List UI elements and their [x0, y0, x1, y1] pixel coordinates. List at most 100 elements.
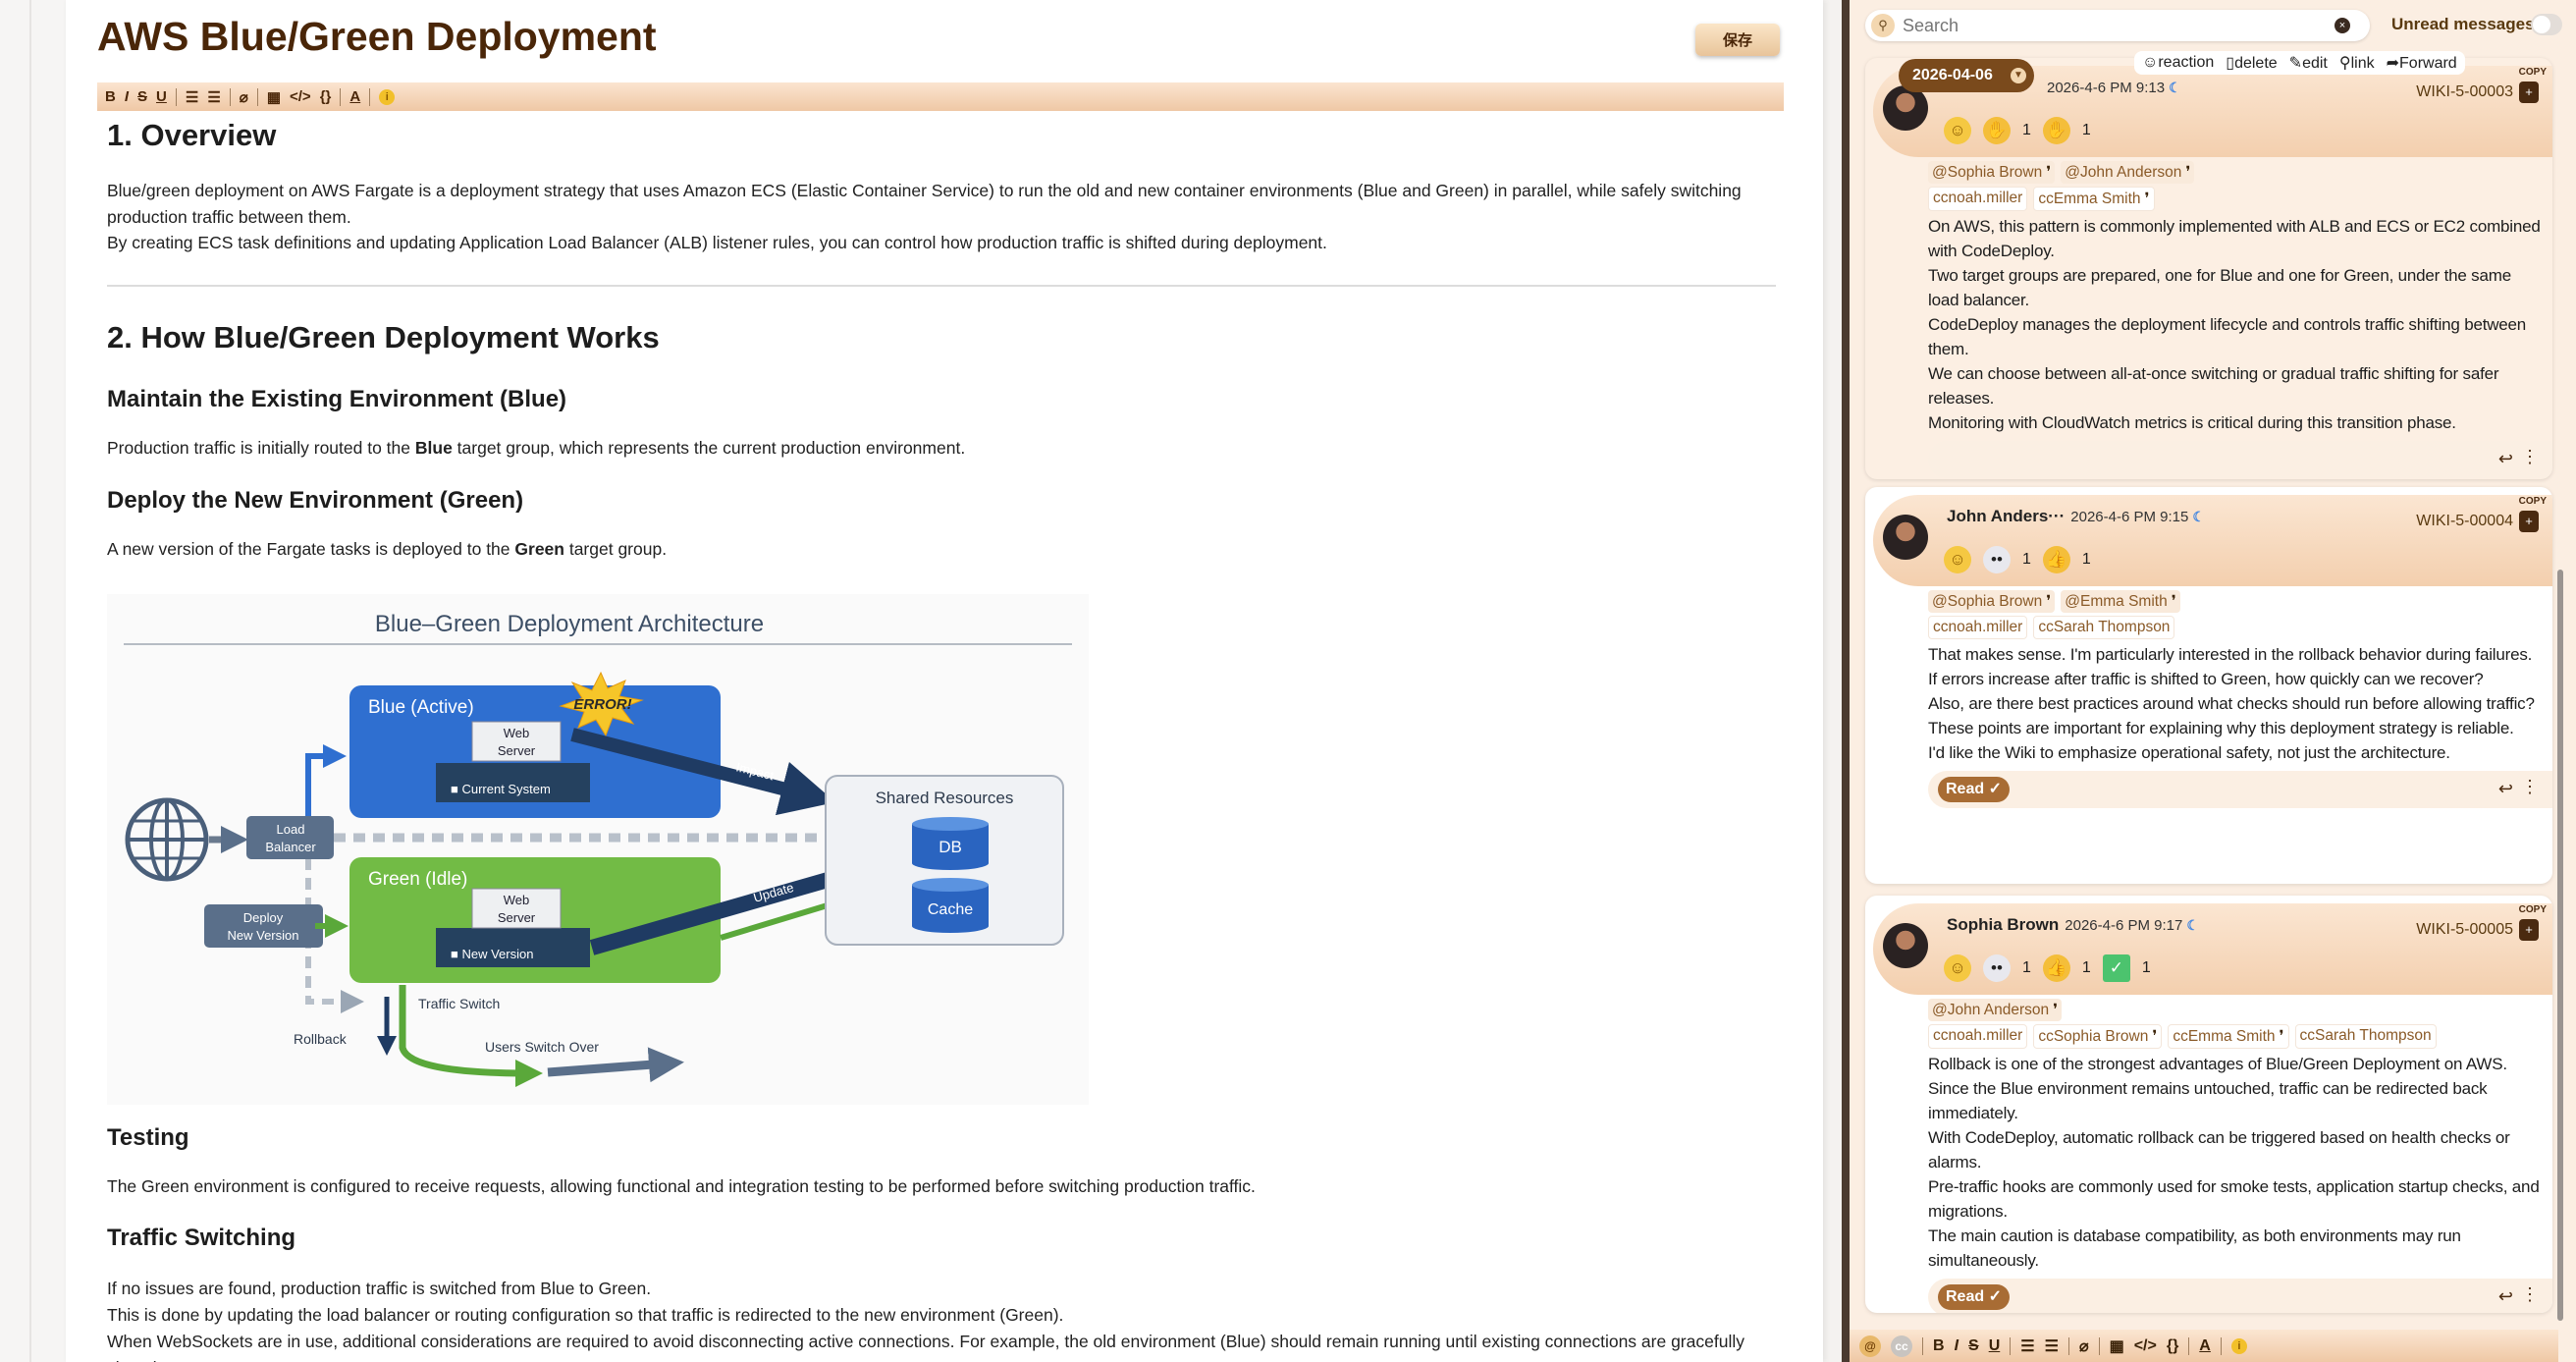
italic-icon[interactable]: I	[1954, 1336, 1959, 1354]
divider	[2220, 1336, 2222, 1355]
reaction-count: 1	[2141, 959, 2151, 976]
wiki-id[interactable]: WIKI-5-00005	[2416, 921, 2513, 938]
italic-icon[interactable]: I	[124, 88, 130, 105]
eyes-icon[interactable]: ••	[1983, 546, 2011, 573]
divider	[107, 285, 1776, 287]
reply-icon[interactable]: ↩	[2497, 1286, 2513, 1306]
author-name[interactable]: Sophia Brown	[1947, 915, 2060, 934]
mention-tag[interactable]: @John Anderson❜	[1928, 999, 2063, 1021]
cc-tag[interactable]: ccEmma Smith❜	[2168, 1024, 2289, 1049]
add-reaction-icon[interactable]: ☺	[1944, 954, 1971, 982]
footprint-icon: ❜	[2053, 1002, 2059, 1018]
action-delete-button[interactable]: ▯delete	[2226, 53, 2277, 73]
cc-tag[interactable]: ccSophia Brown❜	[2033, 1024, 2163, 1049]
cc-tag[interactable]: ccnoah.miller	[1928, 187, 2028, 211]
footprint-icon: ❜	[2152, 1028, 2158, 1045]
cc-tag[interactable]: ccnoah.miller	[1928, 1024, 2028, 1049]
eyes-icon[interactable]: ••	[1983, 954, 2011, 982]
avatar[interactable]	[1883, 85, 1928, 131]
message-line: If errors increase after traffic is shif…	[1928, 670, 2484, 688]
code-icon[interactable]: </>	[290, 88, 311, 105]
bold-icon[interactable]: B	[1933, 1336, 1945, 1354]
thumbs-up-icon[interactable]: 👍	[2042, 954, 2070, 982]
divider	[2010, 1336, 2012, 1355]
add-reaction-icon[interactable]: ☺	[1944, 546, 1971, 573]
wiki-id[interactable]: WIKI-5-00003	[2416, 83, 2513, 100]
avatar[interactable]	[1883, 923, 1928, 968]
attachment-icon[interactable]: ⌀	[239, 88, 248, 106]
more-options-icon[interactable]: ⋮	[2521, 1284, 2539, 1304]
cc-tag-label: ccnoah.miller	[1933, 1027, 2023, 1044]
check-icon[interactable]: ✓	[2102, 954, 2130, 982]
avatar[interactable]	[1883, 515, 1928, 560]
clear-icon[interactable]: ×	[2334, 18, 2350, 33]
save-button[interactable]: 保存	[1695, 24, 1780, 56]
ordered-list-icon[interactable]: ☰	[185, 88, 199, 106]
text-color-icon[interactable]: A	[2199, 1336, 2211, 1354]
cc-tag[interactable]: ccnoah.miller	[1928, 616, 2028, 639]
strikethrough-icon[interactable]: S	[137, 88, 148, 105]
copy-icon[interactable]: +	[2519, 511, 2539, 532]
mention-tag[interactable]: @Sophia Brown❜	[1928, 161, 2056, 184]
code-block-icon[interactable]: {}	[2166, 1336, 2179, 1354]
trash-icon: ▯	[2226, 55, 2235, 72]
table-icon[interactable]: ▦	[2109, 1337, 2124, 1355]
divider	[2188, 1336, 2190, 1355]
action-label: edit	[2302, 55, 2328, 72]
scrollbar[interactable]	[2557, 570, 2563, 1321]
copy-icon[interactable]: +	[2519, 82, 2539, 103]
editor-toolbar: B I S U ☰ ☰ ⌀ ▦ </> {} A i	[97, 82, 1784, 111]
pray-icon[interactable]: ✋	[2042, 117, 2070, 144]
more-options-icon[interactable]: ⋮	[2521, 777, 2539, 796]
underline-icon[interactable]: U	[1988, 1336, 2001, 1354]
action-link-button[interactable]: ⚲link	[2339, 53, 2375, 73]
footprint-icon: ❜	[2046, 164, 2052, 181]
mention-tag[interactable]: @Emma Smith❜	[2061, 590, 2180, 613]
copy-icon[interactable]: +	[2519, 919, 2539, 941]
message-footer: ↩⋮	[1928, 441, 2552, 478]
cc-tag[interactable]: ccSarah Thompson	[2033, 616, 2175, 639]
cc-icon[interactable]: cc	[1891, 1335, 1912, 1357]
mention-tag[interactable]: @John Anderson❜	[2061, 161, 2195, 184]
text-color-icon[interactable]: A	[349, 88, 361, 105]
attachment-icon[interactable]: ⌀	[2078, 1337, 2089, 1355]
ordered-list-icon[interactable]: ☰	[2020, 1337, 2035, 1355]
cc-tag[interactable]: ccSarah Thompson	[2294, 1024, 2437, 1049]
composer-toolbar: @ cc B I S U ☰ ☰ ⌀ ▦ </> {} A i	[1850, 1330, 2558, 1362]
action-label: delete	[2234, 55, 2278, 72]
action-forward-button[interactable]: ➦Forward	[2387, 53, 2457, 73]
reply-icon[interactable]: ↩	[2497, 779, 2513, 798]
code-icon[interactable]: </>	[2133, 1336, 2157, 1354]
message-line: Monitoring with CloudWatch metrics is cr…	[1928, 413, 2456, 432]
paragraph: Production traffic is initially routed t…	[107, 438, 966, 458]
mention-tag[interactable]: @Sophia Brown❜	[1928, 590, 2056, 613]
panel-divider[interactable]	[1842, 0, 1850, 1362]
unread-messages-toggle[interactable]	[2531, 14, 2562, 35]
reply-icon[interactable]: ↩	[2497, 449, 2513, 468]
info-icon[interactable]: i	[2230, 1337, 2247, 1354]
table-icon[interactable]: ▦	[266, 88, 281, 106]
thumbs-up-icon[interactable]: 👍	[2042, 546, 2070, 573]
bullet-list-icon[interactable]: ☰	[207, 88, 221, 106]
moon-icon: ☾	[2169, 80, 2181, 95]
author-name[interactable]: John Anders···	[1947, 507, 2066, 525]
divider	[256, 87, 258, 106]
more-options-icon[interactable]: ⋮	[2521, 447, 2539, 466]
add-reaction-icon[interactable]: ☺	[1944, 117, 1971, 144]
cc-tag[interactable]: ccEmma Smith❜	[2033, 187, 2155, 211]
code-block-icon[interactable]: {}	[319, 88, 332, 105]
mention-icon[interactable]: @	[1859, 1335, 1881, 1357]
message-card: John Anders···2026-4-6 PM 9:15☾WIKI-5-00…	[1865, 487, 2552, 884]
strikethrough-icon[interactable]: S	[1968, 1336, 1979, 1354]
bullet-list-icon[interactable]: ☰	[2044, 1337, 2059, 1355]
action-reaction-button[interactable]: ☺reaction	[2142, 54, 2214, 72]
ok-hand-icon[interactable]: ✋	[1983, 117, 2011, 144]
underline-icon[interactable]: U	[156, 88, 167, 105]
action-edit-button[interactable]: ✎edit	[2289, 53, 2328, 73]
read-badge: Read ✓	[1938, 777, 2010, 802]
info-icon[interactable]: i	[379, 88, 396, 105]
search-input[interactable]	[1903, 15, 2334, 36]
wiki-id[interactable]: WIKI-5-00004	[2416, 513, 2513, 529]
bold-icon[interactable]: B	[105, 88, 116, 105]
date-pill[interactable]: 2026-04-06▼	[1899, 59, 2034, 92]
